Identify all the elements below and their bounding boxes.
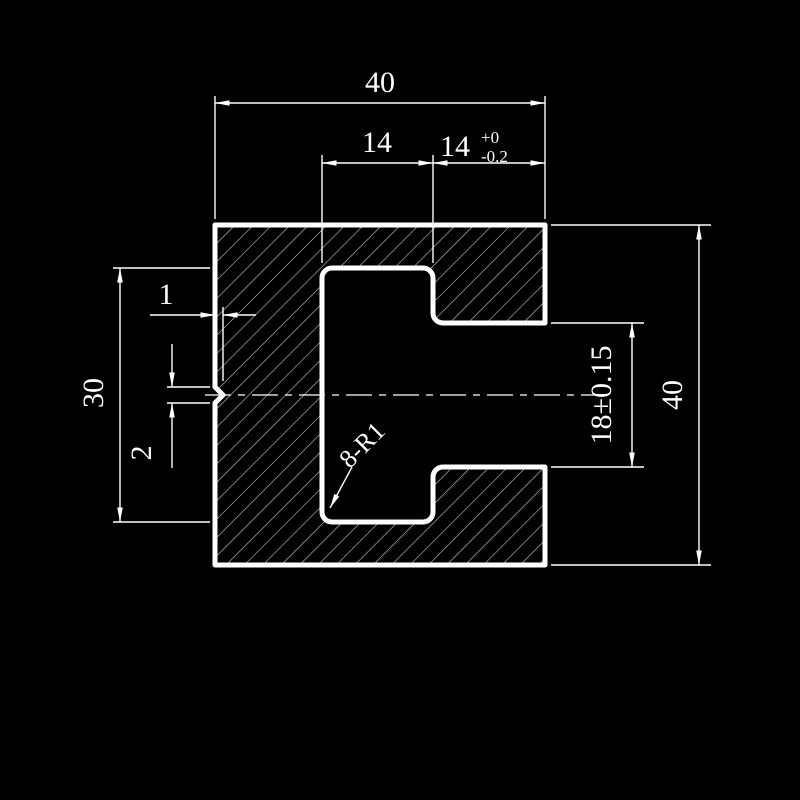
dim-tol-lower: -0.2 [481, 147, 508, 166]
dim-label-slot-width: 14 [362, 126, 392, 159]
dim-label-overall-height: 40 [656, 380, 689, 410]
dim-notch-depth: 1 [150, 278, 256, 381]
dim-label-overall-width: 40 [365, 66, 395, 99]
dim-tol-upper: +0 [481, 128, 499, 147]
dim-label-notch-depth: 1 [159, 278, 174, 311]
dim-groove-depth: 14 +0 -0.2 [433, 128, 545, 166]
dim-label-groove-depth: 14 [440, 130, 470, 163]
dim-notch-width: 2 [125, 344, 210, 468]
dim-slot-height: 30 [77, 267, 210, 523]
leader-line [329, 466, 353, 509]
dim-slot-width: 14 [321, 126, 434, 263]
part-cross-section [212, 222, 548, 568]
dim-label-slot-height: 30 [77, 378, 110, 408]
dim-label-opening-height: 18±0.15 [585, 346, 618, 445]
dim-opening-height: 18±0.15 [551, 322, 644, 468]
dim-overall-height: 40 [551, 224, 711, 566]
dim-label-notch-width: 2 [125, 446, 158, 461]
dim-overall-width: 40 [214, 66, 546, 219]
